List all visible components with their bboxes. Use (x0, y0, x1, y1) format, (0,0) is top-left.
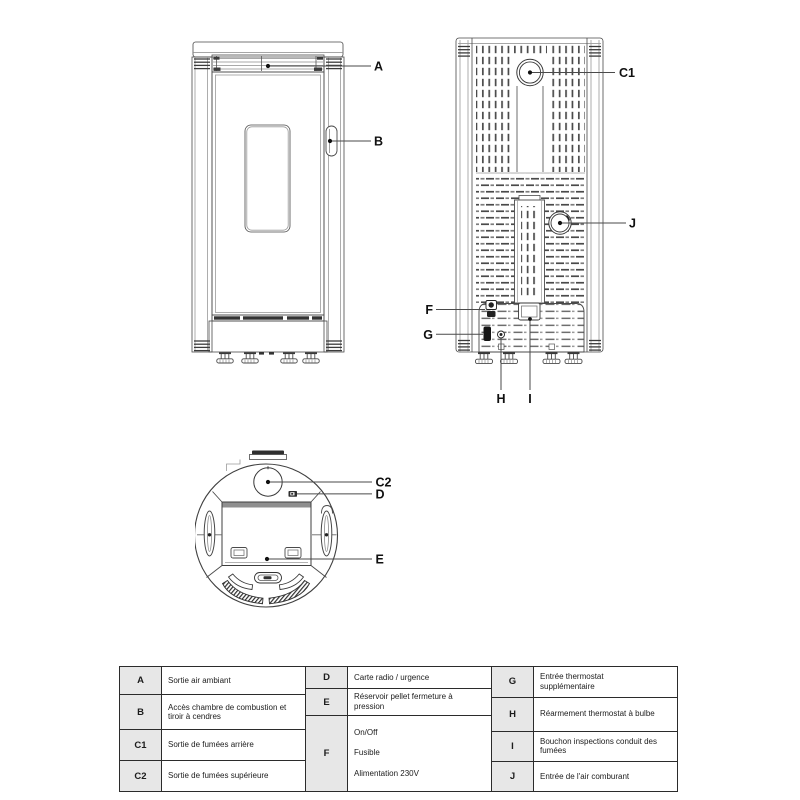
legend-desc-I: Bouchon inspections conduit des fumées (533, 730, 678, 763)
top-left-side-vent (197, 510, 222, 557)
legend-row-A: A Sortie air ambiant (119, 665, 306, 696)
callout-G: G (423, 328, 483, 342)
callout-H: H (496, 338, 506, 406)
callout-E-dot (264, 556, 270, 562)
top-front-grille (221, 572, 311, 605)
legend-row-F: F On/Off Fusible Alimentation 230V (305, 714, 492, 793)
callout-C1: C1 (527, 66, 635, 80)
legend-desc-G: Entrée thermostat supplémentaire (533, 666, 678, 698)
legend-key-C2: C2 (119, 760, 162, 793)
combustion-chamber-door (211, 71, 325, 316)
flue-inspection-cover (518, 302, 541, 321)
legend-desc-D: Carte radio / urgence (347, 666, 492, 689)
legend-row-H: H Réarmement thermostat à bulbe (491, 696, 678, 732)
thermostat-reset-button (497, 330, 505, 339)
thermostat-input-socket (483, 326, 491, 341)
rear-upper-vent-pattern (476, 44, 585, 172)
door-window (244, 124, 291, 233)
ambient-air-outlet-grille (211, 54, 325, 73)
legend-key-C1: C1 (119, 729, 162, 762)
legend-desc-J: Entrée de l'air comburant (533, 761, 678, 793)
legend-desc-E: Réservoir pellet fermeture à pression (347, 688, 492, 716)
top-right-side-vent (312, 510, 337, 557)
power-switch-fuse (485, 300, 497, 317)
callout-label-A: A (374, 60, 383, 74)
rear-side-vent-slots (458, 45, 601, 351)
legend-group-2: D Carte radio / urgence E Réservoir pell… (305, 666, 492, 793)
callout-E: E (264, 553, 384, 567)
legend-desc-A: Sortie air ambiant (161, 665, 306, 696)
callout-label-F: F (425, 303, 433, 317)
legend-key-I: I (491, 730, 534, 763)
legend-group-1: A Sortie air ambiant B Accès chambre de … (119, 665, 306, 793)
callout-B-dot (327, 138, 333, 144)
callout-B: B (327, 135, 383, 149)
legend-desc-F-line1: On/Off (354, 727, 378, 737)
callout-I-dot (528, 317, 532, 321)
stove-top-view-drawing: C2 D E (195, 450, 392, 608)
stove-rear-view-diagram: C1 J F G H I (415, 30, 650, 410)
top-rear-protrusion (226, 450, 287, 471)
legend-row-B: B Accès chambre de combustion et tiroir … (119, 694, 306, 731)
legend-desc-F-line2: Fusible (354, 748, 380, 758)
legend-key-E: E (305, 688, 348, 716)
top-body-circle (195, 463, 339, 608)
legend-row-D: D Carte radio / urgence (305, 666, 492, 689)
front-side-vent-slots (194, 58, 342, 352)
legend-desc-F-line3: Alimentation 230V (354, 768, 419, 778)
legend-row-E: E Réservoir pellet fermeture à pression (305, 688, 492, 716)
stove-top-view-diagram: C2 D E (195, 443, 395, 615)
legend-key-F: F (305, 714, 348, 793)
radio-emergency-card (288, 491, 297, 497)
legend-desc-C1: Sortie de fumées arrière (161, 729, 306, 762)
callout-label-H: H (496, 392, 505, 406)
callout-C2: C2 (265, 476, 392, 490)
callout-label-D: D (376, 487, 385, 501)
stove-front-view-diagram: A B (185, 36, 395, 370)
legend-desc-C2: Sortie de fumées supérieure (161, 760, 306, 793)
legend-desc-F: On/Off Fusible Alimentation 230V (347, 714, 492, 793)
callout-J: J (557, 217, 636, 231)
callout-label-B: B (374, 135, 383, 149)
callout-label-J: J (629, 217, 636, 231)
legend-key-H: H (491, 696, 534, 732)
legend-group-3: G Entrée thermostat supplémentaire H Réa… (491, 666, 678, 793)
legend-table: A Sortie air ambiant B Accès chambre de … (119, 665, 678, 793)
callout-A-dot (265, 63, 271, 69)
door-bottom-seal (211, 314, 325, 322)
callout-A: A (265, 60, 383, 74)
stove-rear-view-drawing: C1 J F G H I (423, 37, 636, 406)
callout-I: I (528, 317, 532, 406)
callout-D: D (297, 487, 385, 501)
stove-front-view-drawing: A B (191, 41, 383, 364)
legend-key-D: D (305, 666, 348, 689)
front-base (208, 320, 328, 355)
callout-label-C1: C1 (619, 66, 635, 80)
legend-row-C2: C2 Sortie de fumées supérieure (119, 760, 306, 793)
legend-row-I: I Bouchon inspections conduit des fumées (491, 730, 678, 763)
legend-desc-B: Accès chambre de combustion et tiroir à … (161, 694, 306, 731)
legend-row-G: G Entrée thermostat supplémentaire (491, 666, 678, 698)
callout-label-E: E (376, 553, 384, 567)
callout-label-C2: C2 (376, 476, 392, 490)
legend-key-A: A (119, 665, 162, 696)
rear-bottom-panel (478, 303, 585, 353)
legend-row-J: J Entrée de l'air comburant (491, 761, 678, 793)
legend-key-G: G (491, 666, 534, 698)
legend-row-C1: C1 Sortie de fumées arrière (119, 729, 306, 762)
callout-C1-dot (527, 70, 533, 75)
callout-label-G: G (423, 328, 433, 342)
front-body-outline (191, 41, 345, 353)
top-panel-seams (206, 491, 327, 578)
callout-F: F (425, 303, 485, 317)
legend-key-J: J (491, 761, 534, 793)
top-right-arch-detail (321, 505, 333, 514)
callout-C2-dot (265, 479, 271, 485)
callout-J-dot (557, 220, 563, 226)
legend-key-B: B (119, 694, 162, 731)
legend-desc-H: Réarmement thermostat à bulbe (533, 696, 678, 732)
callout-label-I: I (528, 392, 531, 406)
rear-flue-channel (514, 195, 545, 304)
pellet-reservoir-lid (221, 501, 312, 566)
